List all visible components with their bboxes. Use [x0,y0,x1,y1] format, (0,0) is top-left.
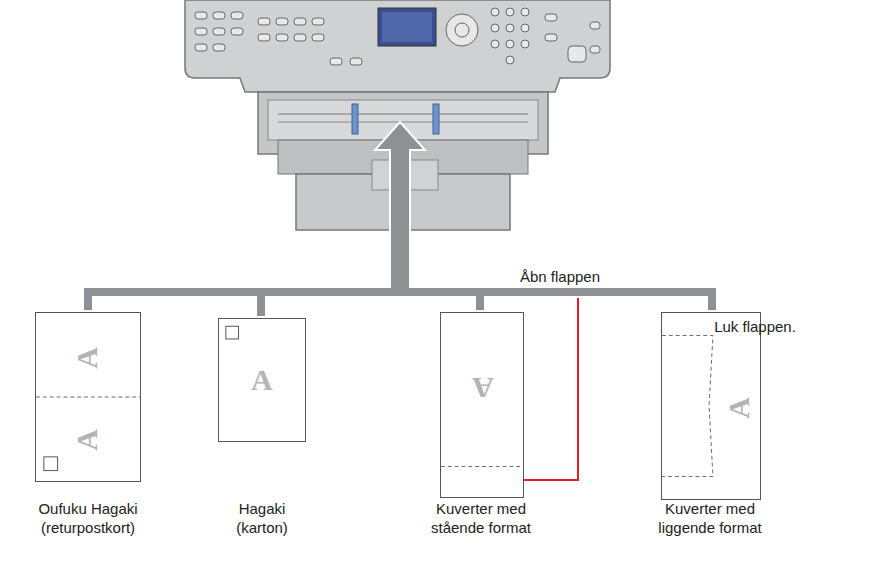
orientation-letter: A [72,429,102,451]
media-caption: Kuverter med liggende format [640,500,780,538]
orientation-letter: A [72,347,102,369]
orientation-letter: A [472,373,494,403]
landscape-envelope: A [661,312,761,500]
media-caption: Hagaki (karton) [222,500,302,538]
sheet-markings [36,313,140,481]
media-caption: Oufuku Hagaki (returpostkort) [18,500,158,538]
open-flap-note: Åbn flappen [500,268,620,287]
close-flap-note: Luk flappen. [700,318,810,337]
postcard: A [218,318,306,442]
sheet-markings [441,313,523,497]
orientation-letter: A [724,397,754,419]
portrait-envelope: A [440,312,524,498]
media-caption: Kuverter med stående format [422,500,540,538]
orientation-letter: A [251,365,273,395]
return-postcard: AA [35,312,141,482]
